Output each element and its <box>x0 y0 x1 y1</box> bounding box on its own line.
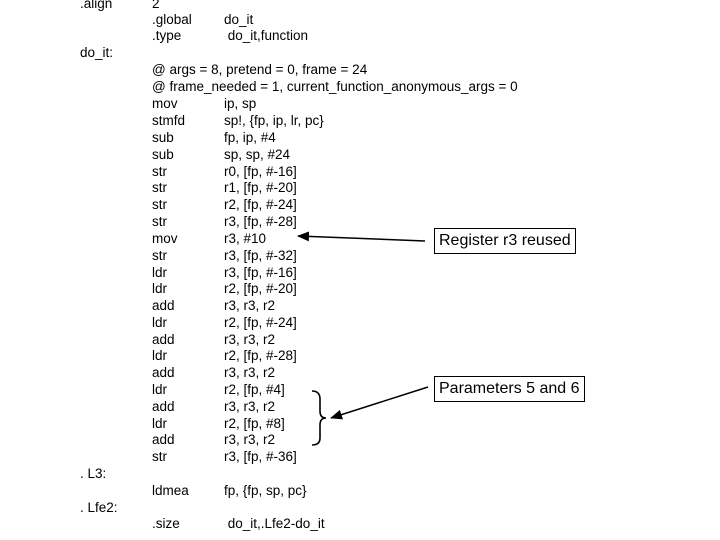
size-directive: .size <box>152 516 180 531</box>
align-directive-label: .align <box>80 0 113 11</box>
size-directive-arg: do_it,.Lfe2-do_it <box>224 516 325 531</box>
instruction-op: sub <box>152 147 174 162</box>
instruction-arg: r3, r3, r2 <box>224 432 276 447</box>
instruction-op: add <box>152 365 175 380</box>
instruction-op: mov <box>152 231 178 246</box>
instruction-arg: r0, [fp, #-16] <box>224 164 297 179</box>
instruction-op: add <box>152 432 175 447</box>
instruction-arg: fp, {fp, sp, pc} <box>224 483 307 498</box>
instruction-arg: r3, r3, r2 <box>224 365 276 380</box>
instruction-op: ldr <box>152 281 168 296</box>
arrow-r3-reused <box>297 231 426 242</box>
instruction-op: str <box>152 248 167 263</box>
align-directive-value: 2 <box>152 0 160 11</box>
params-brace <box>311 390 327 446</box>
instruction-op: add <box>152 298 175 313</box>
type-directive-arg: do_it,function <box>224 28 309 43</box>
instruction-arg: r3, [fp, #-16] <box>224 265 297 280</box>
instruction-op: str <box>152 449 167 464</box>
instruction-arg: fp, ip, #4 <box>224 130 276 145</box>
instruction-arg: r3, [fp, #-28] <box>224 214 297 229</box>
instruction-op: mov <box>152 96 178 111</box>
global-directive-arg: do_it <box>224 12 254 27</box>
instruction-op: str <box>152 180 167 195</box>
instruction-arg: ip, sp <box>224 96 257 111</box>
instruction-arg: r1, [fp, #-20] <box>224 180 297 195</box>
instruction-op: ldr <box>152 315 168 330</box>
instruction-op: stmfd <box>152 113 186 128</box>
l3-label: . L3: <box>80 466 107 481</box>
instruction-op: str <box>152 164 167 179</box>
comment-line: @ args = 8, pretend = 0, frame = 24 <box>152 62 368 77</box>
global-directive: .global <box>152 12 192 27</box>
instruction-arg: r3, r3, r2 <box>224 332 276 347</box>
instruction-op: ldr <box>152 348 168 363</box>
lfe2-label: . Lfe2: <box>80 500 118 515</box>
instruction-arg: r2, [fp, #-20] <box>224 281 297 296</box>
instruction-op: str <box>152 197 167 212</box>
instruction-op: ldmea <box>152 483 189 498</box>
instruction-arg: r3, r3, r2 <box>224 298 276 313</box>
instruction-op: add <box>152 332 175 347</box>
instruction-arg: r3, [fp, #-36] <box>224 449 297 464</box>
callout-r3-reused: Register r3 reused <box>434 228 576 254</box>
instruction-arg: r3, r3, r2 <box>224 399 276 414</box>
instruction-arg: r3, [fp, #-32] <box>224 248 297 263</box>
instruction-arg: sp, sp, #24 <box>224 147 291 162</box>
instruction-op: add <box>152 399 175 414</box>
instruction-op: ldr <box>152 416 168 431</box>
instruction-op: sub <box>152 130 174 145</box>
comment-line: @ frame_needed = 1, current_function_ano… <box>152 79 518 94</box>
instruction-op: ldr <box>152 265 168 280</box>
instruction-arg: r2, [fp, #-28] <box>224 348 297 363</box>
arrow-params-5-6 <box>330 386 429 420</box>
instruction-arg-r3-reused: r3, #10 <box>224 231 267 246</box>
instruction-op: str <box>152 214 167 229</box>
instruction-arg-param-5: r2, [fp, #4] <box>224 382 285 397</box>
instruction-arg: r2, [fp, #-24] <box>224 197 297 212</box>
instruction-arg: r2, [fp, #-24] <box>224 315 297 330</box>
callout-params-5-6: Parameters 5 and 6 <box>434 376 585 402</box>
instruction-op: ldr <box>152 382 168 397</box>
instruction-arg-param-6: r2, [fp, #8] <box>224 416 285 431</box>
instruction-arg: sp!, {fp, ip, lr, pc} <box>224 113 324 128</box>
do-it-label: do_it: <box>80 45 114 60</box>
type-directive: .type <box>152 28 182 43</box>
